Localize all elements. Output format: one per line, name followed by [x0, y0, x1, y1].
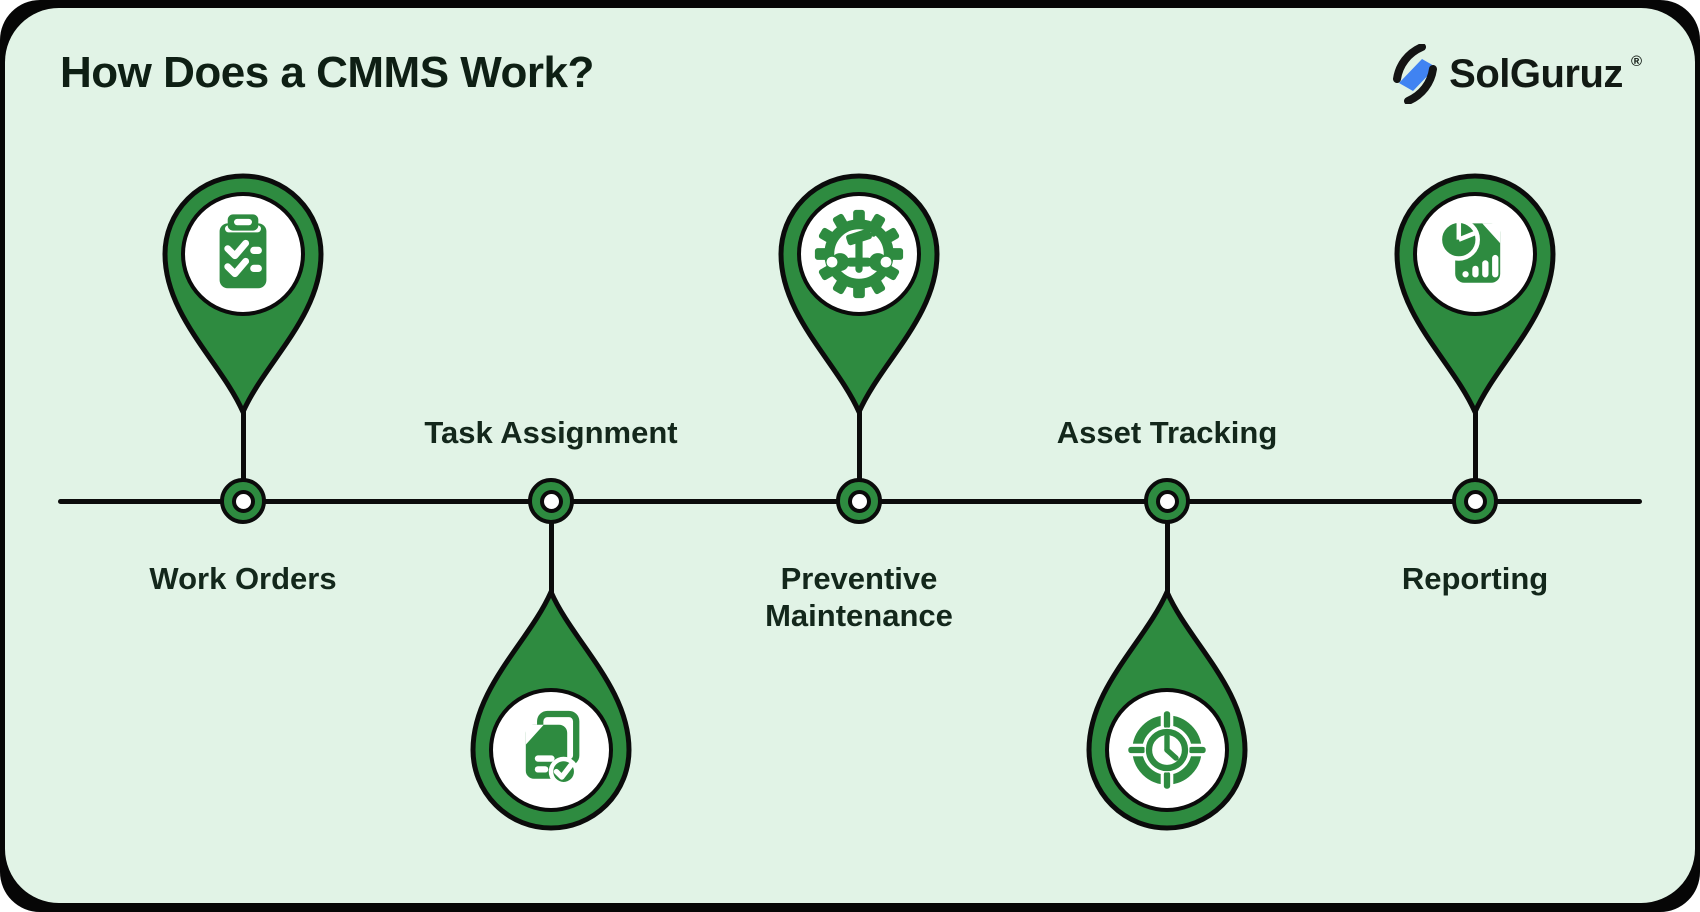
pin-connector-line: [857, 405, 862, 501]
map-pin-marker: [778, 173, 940, 418]
timeline-node: [836, 478, 882, 524]
registered-trademark-symbol: ®: [1630, 52, 1642, 70]
map-pin-marker: [1394, 173, 1556, 418]
pin-connector-line: [1165, 501, 1170, 596]
step-label: Reporting: [1401, 561, 1549, 596]
timeline-node: [528, 478, 574, 524]
map-pin-marker: [470, 586, 632, 831]
infographic-card: [5, 8, 1695, 903]
timeline-node-hole: [231, 489, 255, 513]
map-pin-marker: [1086, 586, 1248, 831]
timeline-node: [1452, 478, 1498, 524]
solguruz-logo: SolGuruz ®: [1388, 44, 1642, 104]
timeline-node-hole: [1155, 489, 1179, 513]
map-pin-marker: [162, 173, 324, 418]
step-label: Work Orders: [149, 561, 337, 596]
step-label: Preventive Maintenance: [765, 561, 953, 633]
pin-connector-line: [241, 405, 246, 501]
timeline-node-hole: [1463, 489, 1487, 513]
step-label: Task Assignment: [424, 415, 678, 450]
page-title: How Does a CMMS Work?: [60, 48, 594, 97]
timeline-node-hole: [539, 489, 563, 513]
solguruz-logo-text: SolGuruz: [1449, 51, 1623, 96]
timeline-node-hole: [847, 489, 871, 513]
pin-connector-line: [549, 501, 554, 596]
timeline-node: [220, 478, 266, 524]
solguruz-s-mark-icon: [1393, 44, 1438, 104]
pin-connector-line: [1473, 405, 1478, 501]
step-label: Asset Tracking: [1056, 415, 1278, 450]
timeline-node: [1144, 478, 1190, 524]
